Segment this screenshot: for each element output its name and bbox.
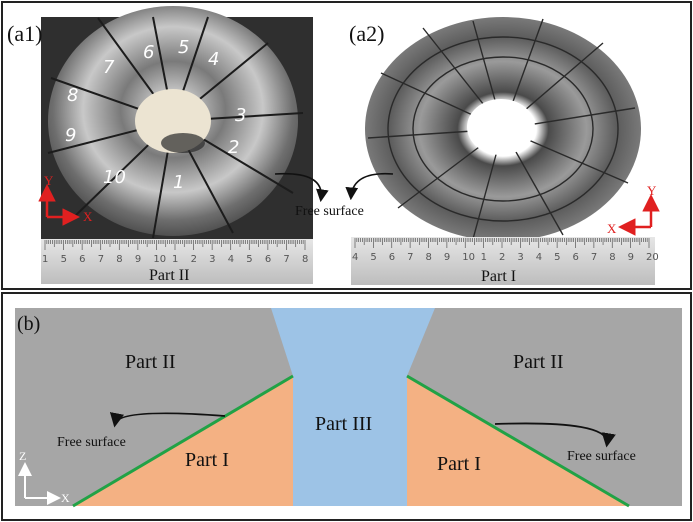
free-surface-right-label: Free surface: [567, 449, 636, 464]
axis-label-z: Z: [19, 449, 26, 463]
ruler-numbers: 4 5 6 7 8 9 10 1 2 3 4 5 6 7 8 9 20: [352, 252, 659, 263]
ruler-number: 3: [517, 252, 523, 263]
part-ii-left-label: Part II: [125, 351, 176, 373]
label-a2: (a2): [349, 21, 384, 46]
ruler-number: 3: [209, 254, 215, 265]
free-surface-left-label: Free surface: [57, 435, 126, 450]
free-surface-arrow-left: [109, 412, 226, 428]
ruler-number: 2: [191, 254, 197, 265]
ruler-number: 20: [646, 252, 659, 263]
ruler-number: 4: [536, 252, 542, 263]
ruler-number: 7: [407, 252, 413, 263]
ruler-number: 5: [61, 254, 67, 265]
ruler: [351, 237, 655, 285]
free-surface-label: Free surface: [295, 204, 364, 219]
label-a1: (a1): [7, 21, 42, 46]
ruler-ticks: [44, 240, 306, 250]
free-surface-arrow-left: [274, 172, 329, 203]
axis-label-y: Y: [647, 183, 657, 198]
piece-number: 8: [67, 85, 78, 106]
interface-line-left: [72, 374, 294, 508]
piece-number: 1: [173, 172, 184, 193]
axis-label-x: X: [83, 209, 93, 224]
piece-number: 10: [103, 167, 126, 188]
free-surface-arrow-right: [494, 422, 616, 448]
part-iii-label: Part III: [315, 413, 372, 435]
ruler-number: 6: [389, 252, 395, 263]
axis-label-y: Y: [44, 173, 54, 188]
piece-number: 6: [143, 42, 154, 63]
ruler-number: 5: [554, 252, 560, 263]
ruler-number: 5: [370, 252, 376, 263]
piece-number: 3: [235, 105, 246, 126]
part-label-i: Part I: [481, 268, 516, 285]
ruler-number: 8: [116, 254, 122, 265]
part-i-left-label: Part I: [185, 449, 229, 471]
part-label-ii: Part II: [149, 267, 189, 284]
ruler-number: 9: [444, 252, 450, 263]
interface-line-right: [406, 374, 630, 508]
piece-number: 2: [228, 137, 239, 158]
ruler-number: 10: [462, 252, 475, 263]
piece-number: 4: [208, 49, 219, 70]
ruler-number: 8: [302, 254, 308, 265]
part-i-right-label: Part I: [437, 453, 481, 475]
ruler-number: 6: [573, 252, 579, 263]
ruler-number: 4: [228, 254, 234, 265]
axis-label-x: X: [607, 221, 617, 236]
ruler-number: 8: [426, 252, 432, 263]
axis-label-x: X: [61, 491, 70, 505]
ruler-number: 8: [609, 252, 615, 263]
ruler-number: 2: [499, 252, 505, 263]
piece-number: 7: [103, 57, 115, 78]
ruler-number: 1: [172, 254, 178, 265]
ruler-number: 7: [98, 254, 104, 265]
ruler-number: 9: [628, 252, 634, 263]
ruler-number: 4: [352, 252, 358, 263]
ruler-number: 1: [42, 254, 48, 265]
ruler-number: 1: [481, 252, 487, 263]
ruler-number: 5: [246, 254, 252, 265]
ruler-number: 6: [79, 254, 85, 265]
ruler-ticks: [354, 238, 650, 248]
region-part-iii: [271, 308, 435, 506]
photo-part-i: Y X 4 5 6 7 8 9 10 1 2 3 4 5 6 7 8 9 20 Part I: [351, 17, 660, 285]
ruler-number: 7: [283, 254, 289, 265]
ruler-numbers: 1 5 6 7 8 9 10 1 2 3 4 5 6 7 8: [42, 254, 308, 265]
part-ii-right-label: Part II: [513, 351, 564, 373]
ruler-number: 9: [135, 254, 141, 265]
piece-number: 5: [178, 37, 189, 58]
ruler-number: 10: [153, 254, 166, 265]
free-surface-arrow-right: [345, 172, 394, 201]
ruler-number: 7: [591, 252, 597, 263]
inner-hole: [467, 99, 535, 155]
panel-b-svg: (b) Part II Part II Part III Part I Part…: [15, 308, 682, 508]
piece-number: 9: [65, 125, 76, 146]
panel-b: (b) Part II Part II Part III Part I Part…: [1, 292, 692, 521]
ruler-number: 6: [265, 254, 271, 265]
label-b: (b): [17, 313, 40, 335]
